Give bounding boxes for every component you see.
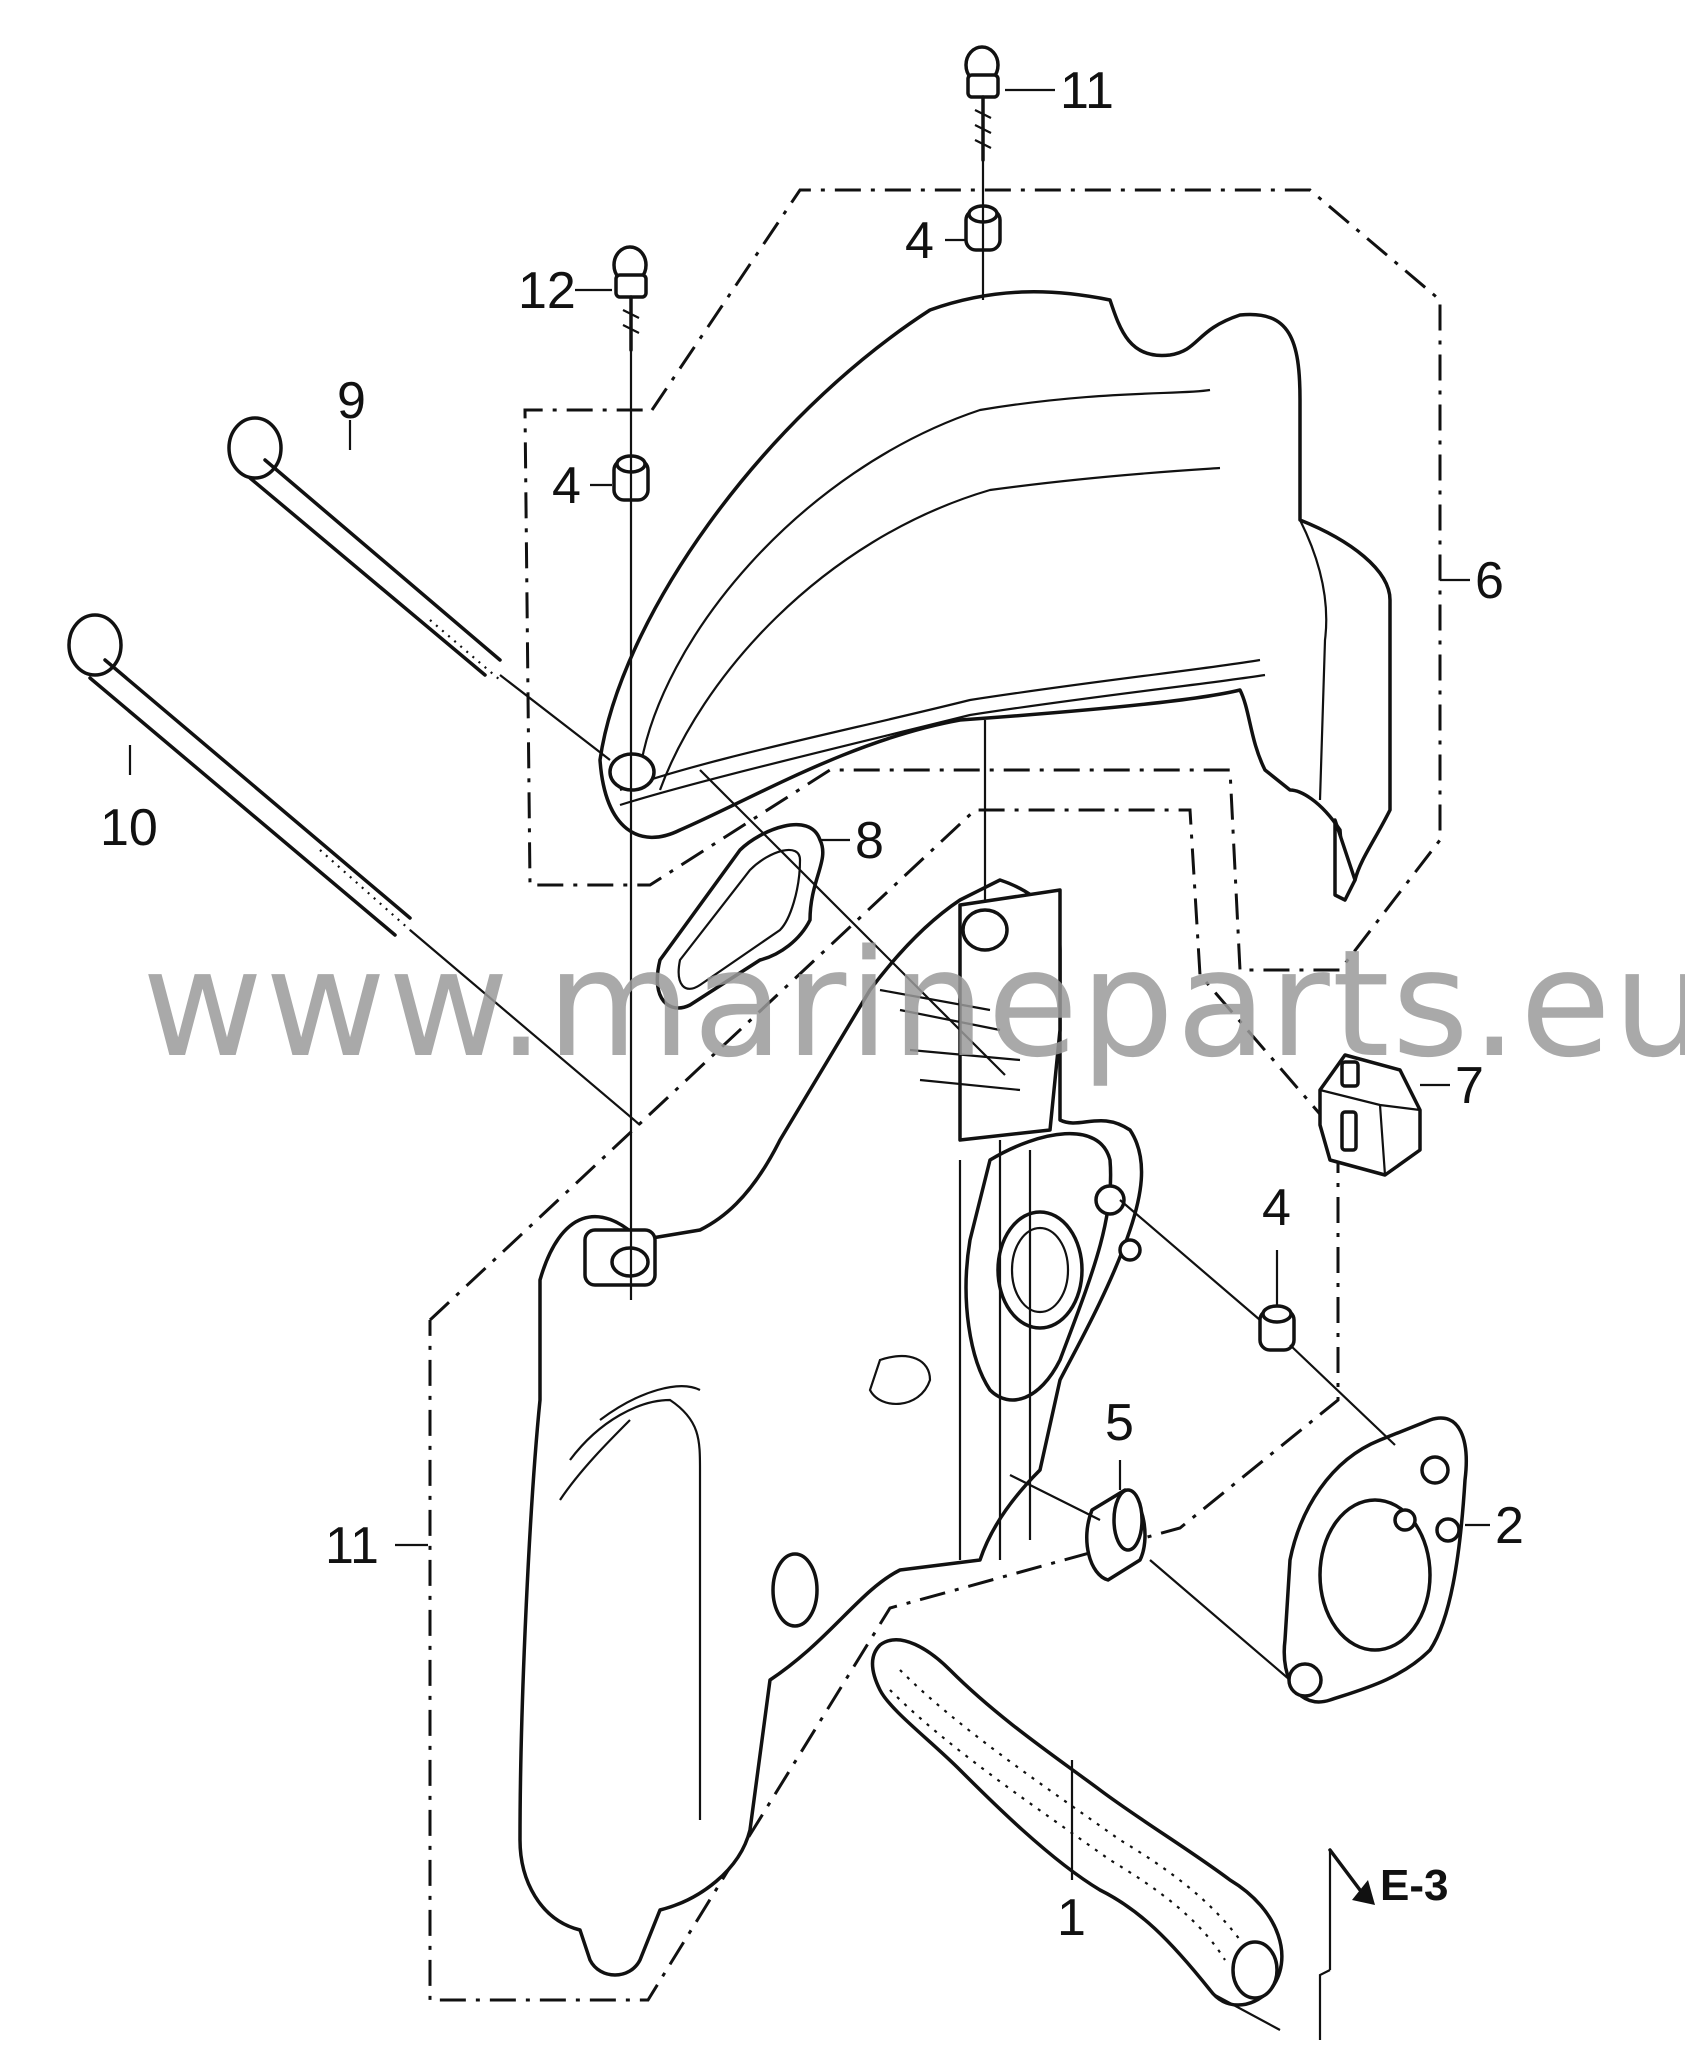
part-12-housing [518, 878, 1144, 1977]
callout-8: 8 [855, 812, 884, 870]
callout-9: 9 [337, 372, 366, 430]
callout-10: 10 [100, 799, 158, 857]
callout-4-right: 4 [1262, 1179, 1291, 1237]
callout-4-top: 4 [905, 212, 934, 270]
part-8-gasket [655, 822, 825, 1010]
callout-labels: 11 4 12 9 4 6 10 8 7 4 5 2 11 1 E-3 [100, 62, 1524, 1947]
callout-4-left: 4 [552, 457, 581, 515]
assembly-outline-upper [523, 188, 1442, 972]
part-1-hose [870, 1638, 1284, 2007]
part-10-bolt [67, 613, 412, 937]
callout-2: 2 [1495, 1497, 1524, 1555]
part-5-collar [1085, 1488, 1147, 1582]
part-7-clip [1318, 1053, 1422, 1177]
assembly-outline-lower [428, 808, 1340, 2002]
callout-12: 11 [325, 1517, 379, 1575]
part-9-bolt [227, 416, 502, 681]
part-4-nut-right [1258, 1304, 1296, 1352]
callout-7: 7 [1455, 1057, 1484, 1115]
callout-5: 5 [1105, 1394, 1134, 1452]
callout-11-left: 12 [518, 262, 576, 320]
watermark-text: www.marineparts.eu [142, 918, 1685, 1090]
part-11-screw-left [612, 245, 648, 352]
reference-arrow [1328, 1848, 1375, 1905]
callout-6: 6 [1475, 552, 1504, 610]
callout-11-top: 11 [1060, 62, 1114, 120]
reference-e3: E-3 [1380, 1861, 1448, 1910]
callout-1: 1 [1057, 1889, 1086, 1947]
part-6-cover [598, 290, 1392, 902]
leader-lines [128, 88, 1490, 2040]
part-2-gasket [1282, 1416, 1468, 1704]
part-11-screw-top [964, 45, 1000, 162]
